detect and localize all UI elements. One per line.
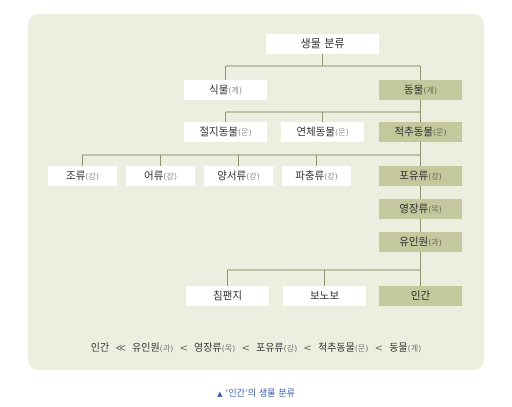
rank-suffix: (강) <box>428 172 442 181</box>
node-chordate: 척추동물(문) <box>379 122 462 142</box>
figure-caption: ▲‘인간’의 생물 분류 <box>0 386 512 399</box>
summary-suffix: (강) <box>283 344 298 353</box>
summary-item: 포유류 <box>256 343 284 354</box>
node-plant: 식물(계) <box>184 80 267 100</box>
node-bird: 조류(강) <box>48 166 117 186</box>
node-label: 동물 <box>404 84 424 96</box>
node-label: 조류 <box>66 170 86 182</box>
node-mammal: 포유류(강) <box>379 166 462 186</box>
node-chimpanzee: 침팬지 <box>186 286 269 306</box>
much-less-operator: ≪ <box>115 343 126 354</box>
node-label: 침팬지 <box>213 290 242 302</box>
rank-suffix: (계) <box>228 86 242 95</box>
less-operator: < <box>374 343 383 354</box>
rank-suffix: (문) <box>335 128 349 137</box>
node-label: 보노보 <box>310 290 339 302</box>
node-label: 영장류 <box>399 203 429 215</box>
node-human: 인간 <box>379 286 462 306</box>
less-operator: < <box>241 343 250 354</box>
node-primate: 영장류(목) <box>379 199 462 219</box>
summary-suffix: (계) <box>407 344 422 353</box>
node-label: 양서류 <box>217 170 247 182</box>
summary-first: 인간 <box>90 343 110 354</box>
node-label: 연체동물 <box>296 126 336 138</box>
less-operator: < <box>303 343 312 354</box>
node-label: 생물 분류 <box>300 37 345 50</box>
classification-summary: 인간 ≪ 유인원(과) < 영장류(목) < 포유류(강) < 척추동물(문) … <box>28 339 484 354</box>
node-fish: 어류(강) <box>126 166 195 186</box>
rank-suffix: (강) <box>246 172 260 181</box>
node-animal: 동물(계) <box>379 80 462 100</box>
summary-suffix: (과) <box>159 344 174 353</box>
summary-suffix: (문) <box>354 344 369 353</box>
node-mollusk: 연체동물(문) <box>281 122 364 142</box>
node-hominid: 유인원(과) <box>379 232 462 252</box>
rank-suffix: (목) <box>428 205 442 214</box>
node-amphibian: 양서류(강) <box>204 166 273 186</box>
node-label: 인간 <box>410 290 431 302</box>
summary-suffix: (목) <box>221 344 236 353</box>
node-label: 포유류 <box>399 170 429 182</box>
node-label: 유인원 <box>399 236 429 248</box>
node-label: 어류 <box>144 170 164 182</box>
rank-suffix: (문) <box>433 128 447 137</box>
rank-suffix: (계) <box>423 86 437 95</box>
rank-suffix: (과) <box>428 238 442 247</box>
node-label: 절지동물 <box>199 126 239 138</box>
node-bonobo: 보노보 <box>283 286 366 306</box>
diagram-panel <box>28 14 484 370</box>
triangle-up-icon: ▲ <box>217 390 223 398</box>
node-label: 파충류 <box>295 170 325 182</box>
summary-item: 동물 <box>389 343 408 354</box>
summary-item: 유인원 <box>132 343 160 354</box>
node-arthropod: 절지동물(문) <box>184 122 267 142</box>
rank-suffix: (강) <box>85 172 99 181</box>
rank-suffix: (강) <box>324 172 338 181</box>
node-label: 식물 <box>209 84 229 96</box>
rank-suffix: (강) <box>163 172 177 181</box>
summary-item: 척추동물 <box>318 343 355 354</box>
node-label: 척추동물 <box>394 126 434 138</box>
node-root: 생물 분류 <box>266 34 379 54</box>
node-reptile: 파충류(강) <box>282 166 351 186</box>
caption-text: ‘인간’의 생물 분류 <box>225 389 295 399</box>
rank-suffix: (문) <box>238 128 252 137</box>
less-operator: < <box>179 343 188 354</box>
summary-item: 영장류 <box>194 343 222 354</box>
